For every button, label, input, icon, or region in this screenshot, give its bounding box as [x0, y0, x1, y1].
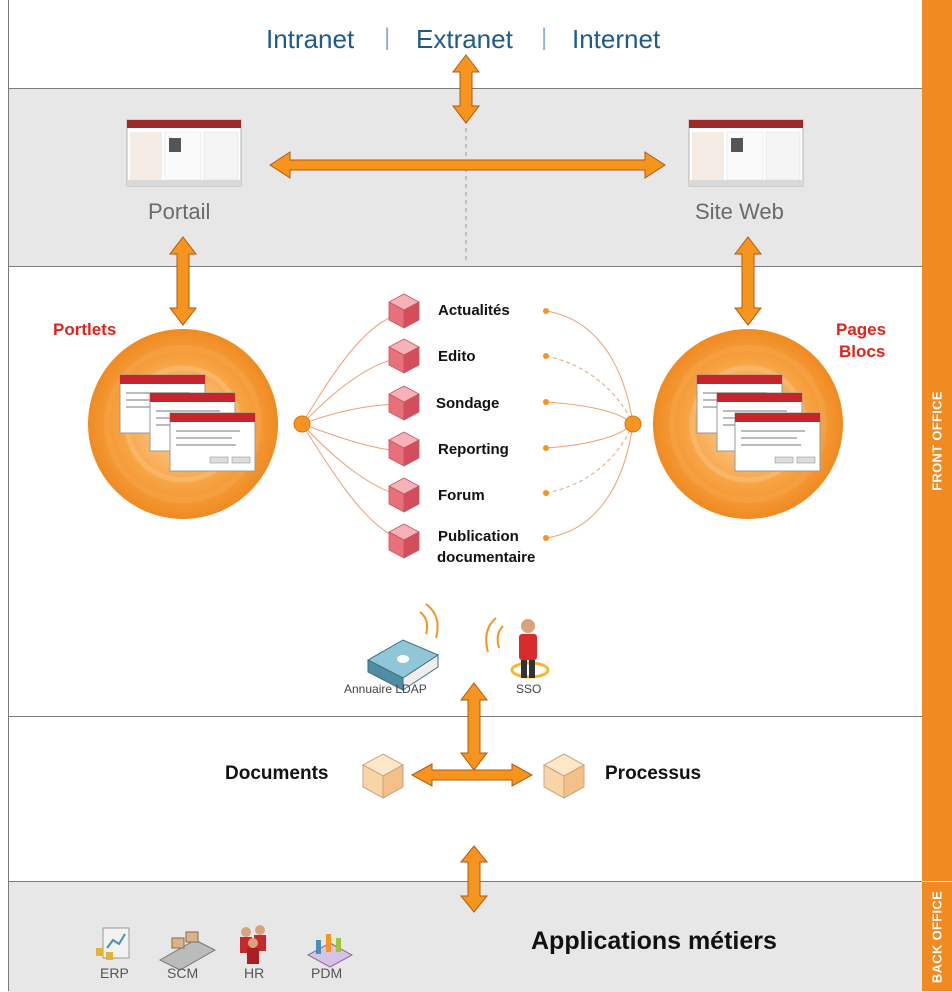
- access-arrow: [451, 54, 481, 124]
- cube-icon: [388, 431, 420, 467]
- blocs-label: Blocs: [839, 342, 886, 361]
- erp-icon: [96, 927, 130, 960]
- nav-extranet: Extranet: [416, 24, 513, 54]
- service-publication: Publication: [438, 528, 519, 545]
- hr-icon: [240, 925, 266, 964]
- nav-separator: |: [384, 24, 391, 51]
- content-band: [8, 716, 922, 882]
- website-label: Site Web: [695, 199, 784, 224]
- nav-separator: |: [541, 24, 548, 51]
- processus-label: Processus: [605, 763, 702, 784]
- service-edito: Edito: [438, 348, 476, 365]
- service-sondage: Sondage: [436, 395, 500, 412]
- portal-arrow: [168, 236, 198, 326]
- pages-blocs-hub: [653, 329, 843, 519]
- cube-icon: [388, 338, 420, 374]
- sso-person-icon: [485, 617, 550, 679]
- pdm-icon: [306, 934, 354, 968]
- left-border: [8, 0, 9, 991]
- portlets-hub: [88, 329, 278, 519]
- ldap-book-icon: [366, 603, 440, 691]
- service-forum: Forum: [438, 487, 485, 504]
- service-dots: [543, 308, 549, 541]
- backoffice-arrow: [459, 845, 489, 913]
- portal-website-arrow: [269, 151, 666, 179]
- erp-label: ERP: [100, 965, 129, 981]
- portal-screenshot: [126, 119, 242, 187]
- portal-label: Portail: [148, 199, 211, 224]
- applications-title: Applications métiers: [531, 927, 777, 955]
- scm-icon: [158, 931, 217, 971]
- ldap-label: Annuaire LDAP: [344, 682, 427, 696]
- hr-label: HR: [244, 965, 265, 981]
- service-links: [301, 310, 634, 541]
- service-reporting: Reporting: [438, 441, 509, 458]
- website-arrow: [733, 236, 763, 326]
- documents-cube-icon: [362, 753, 404, 799]
- nav-intranet: Intranet: [266, 24, 355, 54]
- service-documentaire: documentaire: [437, 549, 536, 566]
- cube-icon: [388, 477, 420, 513]
- documents-label: Documents: [225, 763, 329, 784]
- identity-arrow: [459, 682, 489, 771]
- scm-label: SCM: [167, 965, 199, 981]
- cube-icon: [388, 523, 420, 559]
- pages-label: Pages: [836, 320, 887, 339]
- front-office-bar: FRONT OFFICE: [922, 0, 952, 881]
- cube-icon: [388, 293, 420, 329]
- hub-connectors: [293, 415, 642, 433]
- portlets-label: Portlets: [53, 320, 117, 339]
- back-office-bar: BACK OFFICE: [922, 882, 952, 991]
- documents-processus-arrow: [410, 763, 534, 787]
- processus-cube-icon: [543, 753, 585, 799]
- service-actualites: Actualités: [438, 302, 510, 319]
- website-screenshot: [688, 119, 804, 187]
- nav-internet: Internet: [572, 24, 661, 54]
- cube-icon: [388, 385, 420, 421]
- pdm-label: PDM: [311, 965, 343, 981]
- sso-label: SSO: [516, 682, 542, 696]
